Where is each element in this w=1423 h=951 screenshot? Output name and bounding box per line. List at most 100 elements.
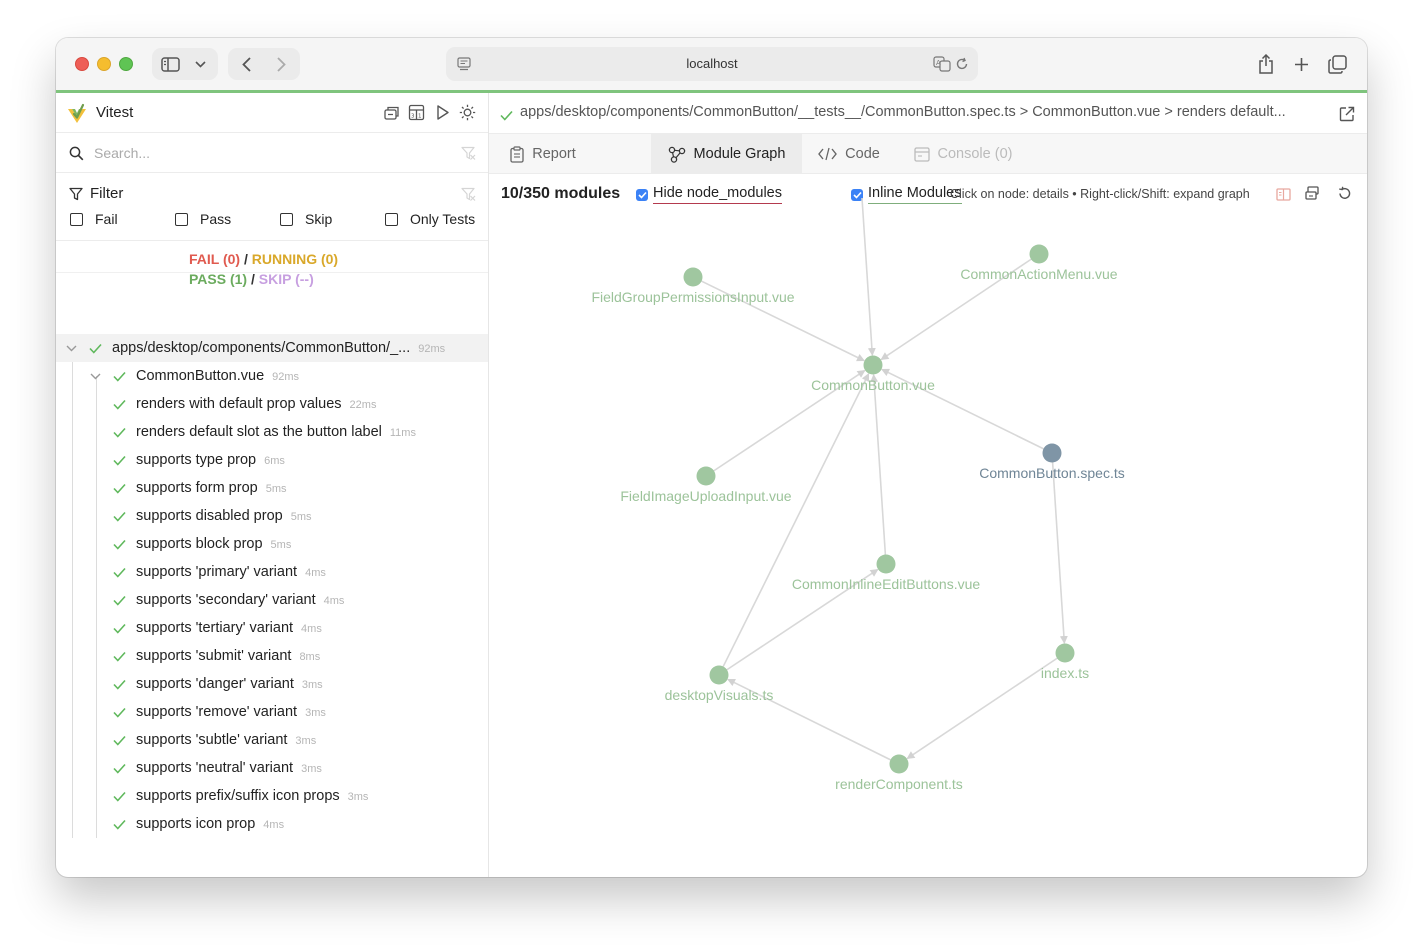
share-icon[interactable]	[1256, 54, 1276, 74]
filter-title: Filter	[90, 185, 124, 202]
tab-code[interactable]: Code	[802, 134, 896, 174]
tab-overview-icon[interactable]	[1327, 54, 1347, 74]
test-duration: 4ms	[323, 595, 345, 607]
graph-node[interactable]: FieldImageUploadInput.vue	[620, 466, 792, 505]
graph-node-circle[interactable]	[709, 665, 729, 685]
tree-file-row[interactable]: apps/desktop/components/CommonButton/_..…	[56, 334, 488, 362]
test-duration: 4ms	[301, 623, 322, 635]
tab-report[interactable]: Report	[493, 134, 593, 174]
test-duration: 5ms	[290, 511, 312, 523]
reload-icon[interactable]	[954, 56, 970, 72]
collapse-all-icon[interactable]	[383, 104, 401, 122]
graph-node[interactable]: FieldGroupPermissionsInput.vue	[591, 267, 795, 306]
back-icon[interactable]	[238, 55, 254, 73]
inline-modules-toggle[interactable]: Inline Modules	[851, 185, 962, 204]
refresh-graph-icon[interactable]	[1335, 184, 1353, 202]
zoom-window-button[interactable]	[119, 57, 133, 71]
address-bar[interactable]: localhost A	[446, 47, 978, 81]
graph-node[interactable]: index.ts	[1041, 643, 1089, 682]
checkbox-icon[interactable]	[70, 212, 83, 226]
filter-skip-label: Skip	[305, 211, 333, 227]
graph-node-circle[interactable]	[696, 466, 716, 486]
filter-pass-checkbox[interactable]: Pass	[175, 211, 231, 227]
graph-node-circle[interactable]	[863, 355, 883, 375]
chevron-down-icon[interactable]	[90, 369, 101, 383]
graph-node[interactable]: desktopVisuals.ts	[665, 665, 774, 704]
reset-layout-icon[interactable]	[1304, 184, 1322, 202]
clipboard-icon	[510, 145, 524, 163]
graph-node-label: CommonButton.vue	[811, 377, 935, 393]
tab-console[interactable]: Console (0)	[903, 134, 1023, 174]
minimize-window-button[interactable]	[97, 57, 111, 71]
test-row[interactable]: renders default slot as the button label…	[56, 418, 488, 446]
checkbox-checked-icon[interactable]	[851, 188, 863, 201]
skip-count: SKIP (--)	[258, 271, 314, 287]
translate-icon[interactable]: A	[932, 55, 952, 73]
new-tab-icon[interactable]	[1292, 55, 1310, 73]
graph-node-circle[interactable]	[683, 267, 703, 287]
pass-check-icon	[113, 649, 126, 665]
checkbox-checked-icon[interactable]	[636, 188, 648, 201]
clear-filter-icon[interactable]	[460, 186, 476, 202]
checkbox-icon[interactable]	[385, 212, 398, 226]
checkbox-icon[interactable]	[280, 212, 293, 226]
test-name: supports disabled prop	[136, 508, 283, 524]
graph-node-circle[interactable]	[876, 554, 896, 574]
sidebar-toggle-icon[interactable]	[160, 55, 180, 73]
test-row[interactable]: supports disabled prop 5ms	[56, 502, 488, 530]
filter-fail-checkbox[interactable]: Fail	[70, 211, 118, 227]
search-input[interactable]	[94, 143, 434, 163]
graph-node-label: CommonActionMenu.vue	[960, 266, 1117, 282]
graph-node[interactable]: CommonButton.vue	[811, 355, 935, 394]
graph-node[interactable]: CommonInlineEditButtons.vue	[792, 554, 981, 593]
filter-skip-checkbox[interactable]: Skip	[280, 211, 332, 227]
forward-icon[interactable]	[273, 55, 289, 73]
tab-module-graph[interactable]: Module Graph	[651, 134, 802, 174]
clear-search-icon[interactable]	[460, 145, 476, 161]
show-legend-icon[interactable]	[1274, 185, 1292, 203]
filter-only-tests-checkbox[interactable]: Only Tests	[385, 211, 475, 227]
graph-node[interactable]: renderComponent.ts	[835, 754, 963, 793]
test-name: supports icon prop	[136, 816, 256, 832]
page-settings-icon[interactable]	[456, 56, 472, 72]
chevron-down-icon[interactable]	[66, 341, 77, 355]
graph-node-circle[interactable]	[1042, 443, 1062, 463]
module-graph[interactable]: FieldGroupPermissionsInput.vue CommonActi…	[489, 93, 1367, 877]
checkbox-icon[interactable]	[175, 212, 188, 226]
theme-toggle-icon[interactable]	[459, 104, 477, 122]
graph-node-circle[interactable]	[889, 754, 909, 774]
graph-node[interactable]: CommonButton.spec.ts	[979, 443, 1125, 482]
open-external-icon[interactable]	[1338, 105, 1356, 123]
tree-file-label: apps/desktop/components/CommonButton/_..…	[112, 340, 445, 356]
filter-block: Filter Fail Pass Skip Only Tests	[56, 173, 488, 241]
graph-node-circle[interactable]	[1055, 643, 1075, 663]
hide-node-modules-toggle[interactable]: Hide node_modules	[636, 185, 782, 204]
chevron-down-icon[interactable]	[192, 57, 208, 71]
run-all-icon[interactable]	[434, 104, 452, 122]
graph-node[interactable]: CommonActionMenu.vue	[960, 244, 1118, 283]
graph-node-circle[interactable]	[1029, 244, 1049, 264]
close-window-button[interactable]	[75, 57, 89, 71]
test-name: supports block prop	[136, 536, 263, 552]
